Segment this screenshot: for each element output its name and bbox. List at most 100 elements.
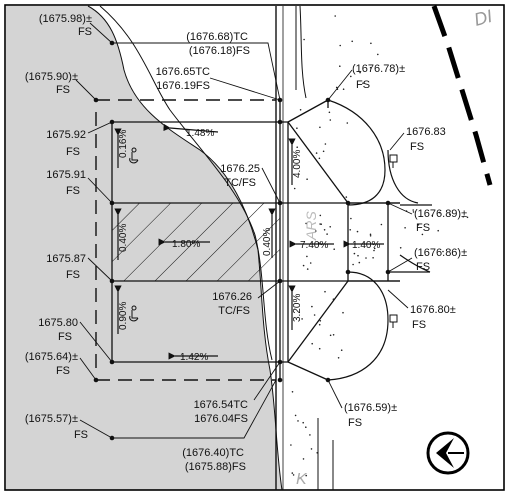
- slope-label: 3.20%: [292, 294, 303, 322]
- elevation-label: FS: [74, 429, 88, 441]
- stipple-dot: [373, 249, 375, 252]
- stipple-dot: [399, 247, 402, 249]
- elevation-label: FS: [66, 185, 80, 197]
- elevation-label: 1675.87: [46, 253, 86, 265]
- slope-label: 0.16%: [118, 130, 129, 158]
- stipple-dot: [359, 71, 361, 74]
- slope-label: 0.40%: [262, 228, 273, 256]
- spot-elevation-labels: (1675.98)± FS (1675.90)± FS 1675.92 FS 1…: [25, 13, 467, 473]
- stipple-dot: [311, 305, 313, 308]
- stipple-dot: [310, 448, 313, 450]
- stipple-dot: [309, 262, 312, 264]
- stipple-dot: [328, 111, 331, 114]
- stipple-dot: [296, 146, 299, 148]
- stipple-dot: [329, 334, 332, 337]
- stipple-dot: [299, 109, 302, 111]
- street-label-top-right: DI: [472, 6, 495, 30]
- elevation-label: FS: [412, 319, 426, 331]
- elevation-label: 1676.54TC: [194, 399, 248, 411]
- sign-post-icon: [389, 154, 398, 328]
- elevation-label: (1676.89)±: [414, 208, 467, 220]
- stipple-dot: [351, 40, 354, 43]
- stipple-dot: [412, 209, 415, 211]
- stipple-dot: [346, 122, 349, 124]
- stipple-dot: [349, 229, 352, 231]
- stipple-dot: [305, 222, 307, 225]
- slope-arrows: [114, 123, 384, 360]
- stipple-dot: [302, 264, 305, 267]
- concrete-stipple: [290, 15, 469, 479]
- stipple-dot: [369, 66, 372, 69]
- stipple-dot: [302, 421, 305, 424]
- stipple-dot: [356, 230, 359, 233]
- elevation-label: 1676.25: [220, 163, 260, 175]
- stipple-dot: [342, 88, 345, 90]
- slope-label: 4.00%: [292, 150, 303, 178]
- stipple-dot: [449, 213, 451, 216]
- elevation-label: 1675.80: [38, 317, 78, 329]
- heavy-dashed-right-of-way: [431, 5, 493, 186]
- elevation-label: FS: [78, 26, 92, 38]
- elevation-label: (1676.59)±: [344, 402, 397, 414]
- elevation-label: 1676.19FS: [156, 80, 210, 92]
- elevation-label: (1675.88)FS: [185, 461, 246, 473]
- stipple-dot: [305, 474, 308, 477]
- stipple-dot: [335, 86, 338, 89]
- stipple-dot: [322, 150, 325, 153]
- stipple-dot: [412, 211, 415, 213]
- stipple-dot: [292, 474, 295, 476]
- elevation-label: 1676.83: [406, 126, 446, 138]
- elevation-label: (1675.57)±: [25, 413, 78, 425]
- stipple-dot: [324, 143, 327, 145]
- stipple-dot: [309, 434, 311, 436]
- stipple-dot: [301, 318, 303, 320]
- stipple-dot: [313, 314, 316, 316]
- stipple-dot: [319, 126, 321, 129]
- elevation-label: FS: [416, 261, 430, 273]
- street-label-mid: ARS: [303, 211, 319, 241]
- stipple-dot: [291, 472, 294, 474]
- elevation-label: FS: [348, 417, 362, 429]
- stipple-dot: [293, 187, 296, 190]
- street-labels: DI ARS K: [296, 6, 494, 488]
- stipple-dot: [303, 38, 305, 41]
- elevation-label: (1676.40)TC: [182, 447, 244, 459]
- elevation-label: 1676.65TC: [156, 66, 210, 78]
- elevation-label: (1675.98)±: [39, 13, 92, 25]
- stipple-dot: [337, 357, 340, 359]
- leader-lines: [75, 22, 413, 439]
- stipple-dot: [318, 323, 321, 326]
- elevation-label: (1676.78)±: [352, 63, 405, 75]
- stipple-dot: [339, 65, 341, 67]
- stipple-dot: [369, 233, 372, 236]
- stipple-dot: [357, 254, 359, 257]
- elevation-label: TC/FS: [218, 305, 250, 317]
- plan-frame: [4, 4, 505, 491]
- stipple-dot: [350, 75, 352, 78]
- stipple-dot: [329, 226, 332, 228]
- stipple-dot: [306, 268, 309, 270]
- stipple-dot: [306, 178, 308, 180]
- stipple-dot: [319, 214, 322, 217]
- slope-label: 1.80%: [172, 239, 200, 250]
- stipple-dot: [290, 444, 292, 446]
- stipple-dot: [311, 342, 314, 345]
- elevation-label: (1675.64)±: [25, 351, 78, 363]
- stipple-dot: [296, 127, 298, 129]
- stipple-dot: [294, 414, 297, 417]
- stipple-dot: [291, 391, 294, 393]
- slope-label: 0.40%: [118, 224, 129, 252]
- elevation-label: 1675.91: [46, 169, 86, 181]
- elevation-label: FS: [58, 331, 72, 343]
- stipple-dot: [323, 229, 326, 231]
- stipple-dot: [324, 290, 326, 293]
- stipple-dot: [372, 257, 374, 259]
- stipple-dot: [462, 216, 465, 218]
- stipple-dot: [316, 452, 319, 454]
- stipple-dot: [365, 257, 367, 259]
- elevation-label: (1676.68)TC: [186, 31, 248, 43]
- elevation-label: 1676.04FS: [194, 413, 248, 425]
- stipple-dot: [305, 426, 307, 429]
- stipple-dot: [358, 261, 361, 264]
